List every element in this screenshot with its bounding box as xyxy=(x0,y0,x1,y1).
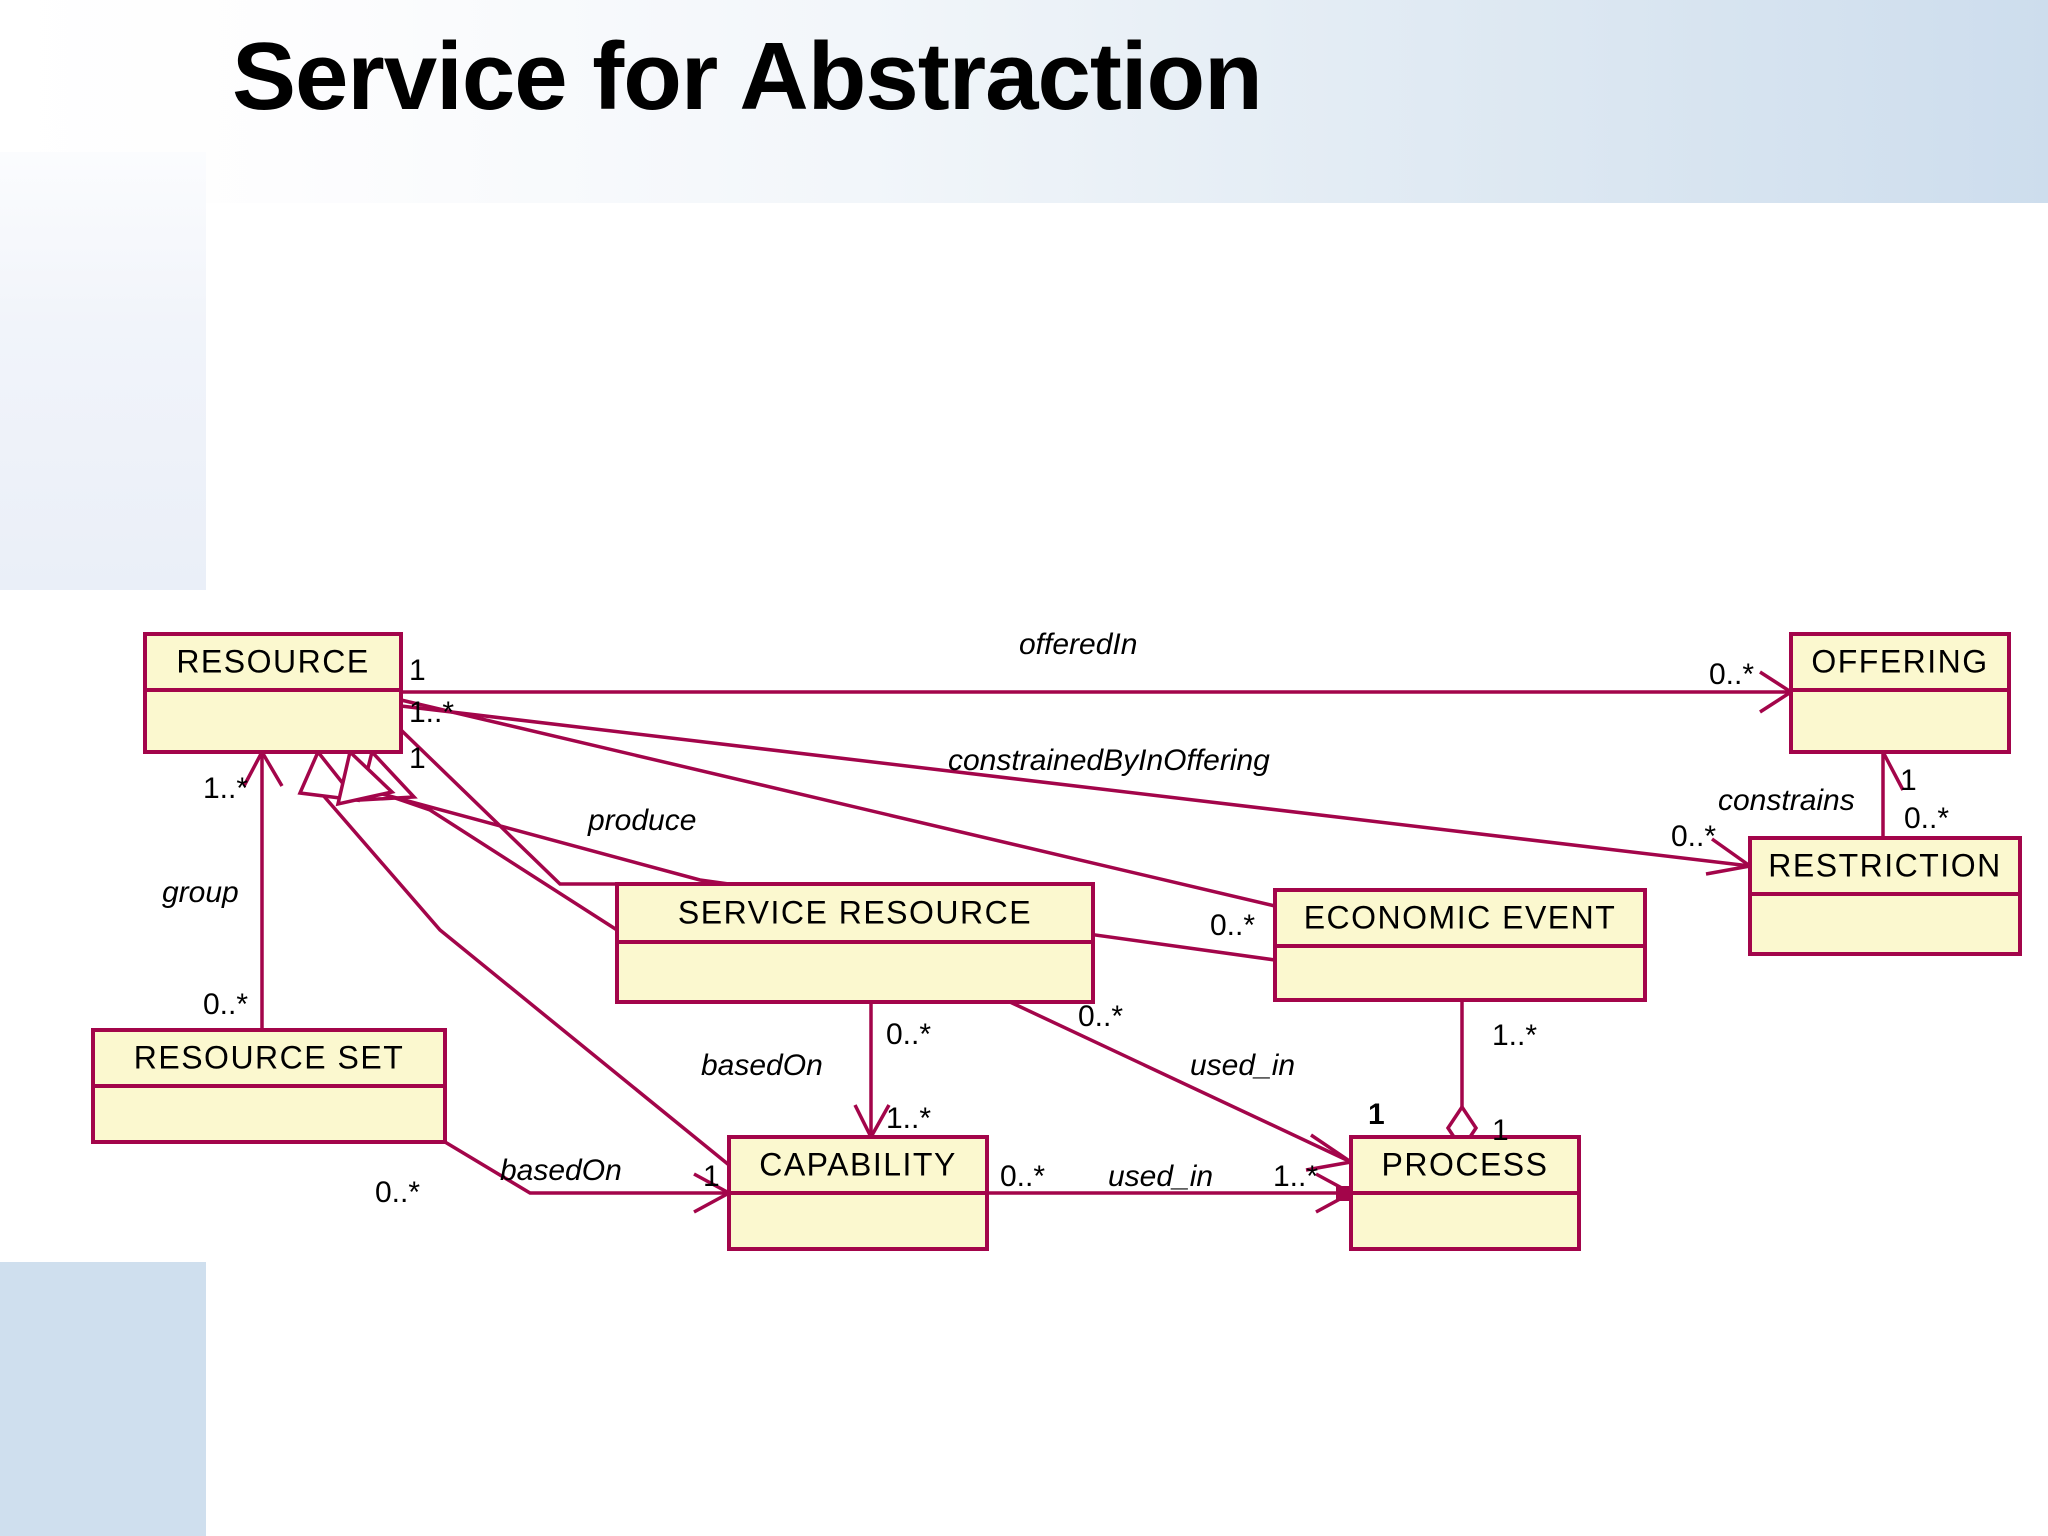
class-box-process[interactable]: PROCESS xyxy=(1349,1135,1581,1251)
mult-resource-produce: 1 xyxy=(409,742,426,775)
edge-produce xyxy=(399,728,617,886)
header-band xyxy=(0,0,2048,203)
edge-service-resource-used-in xyxy=(1009,1000,1356,1172)
mult-economic-event-process: 1..* xyxy=(1492,1019,1537,1052)
mult-service-resource-used-in: 0..* xyxy=(1078,1000,1123,1033)
mult-resource-group: 1..* xyxy=(203,772,248,805)
mult-restriction-constrains: 0..* xyxy=(1904,802,1949,835)
mult-capability-used-in: 0..* xyxy=(1000,1160,1045,1193)
edge-group xyxy=(242,748,284,1030)
mult-service-resource-based-on: 0..* xyxy=(886,1018,931,1051)
class-box-restriction[interactable]: RESTRICTION xyxy=(1748,836,2022,956)
mult-process-used-in-service: 1 xyxy=(1368,1098,1385,1131)
mult-process-economic-event: 1 xyxy=(1492,1114,1509,1147)
mult-resource-set-based-on: 0..* xyxy=(375,1176,420,1209)
mult-process-used-in-capability: 1..* xyxy=(1273,1160,1318,1193)
association-edges xyxy=(242,670,1905,1214)
edge-economic-event-process xyxy=(1445,1000,1479,1153)
class-name-resource: RESOURCE xyxy=(176,643,369,679)
label-offered-in: offeredIn xyxy=(1019,628,1137,661)
mult-offering-offered-in: 0..* xyxy=(1709,658,1754,691)
mult-economic-event-resource: 0..* xyxy=(1210,909,1255,942)
class-name-offering: OFFERING xyxy=(1811,643,1988,679)
mult-resource-constrained-by: 1..* xyxy=(409,696,454,729)
edge-offered-in xyxy=(401,670,1795,714)
gen-service-resource-isa-resource xyxy=(357,748,618,932)
class-name-economic-event: ECONOMIC EVENT xyxy=(1304,899,1617,935)
class-name-resource-set: RESOURCE SET xyxy=(134,1039,404,1075)
mult-capability-based-on: 1..* xyxy=(886,1102,931,1135)
label-capability-used-in: used_in xyxy=(1108,1160,1213,1193)
mult-restriction-constrained-by: 0..* xyxy=(1671,820,1716,853)
label-constrained-by-in-offering: constrainedByInOffering xyxy=(948,744,1270,777)
edge-economic-event-resource xyxy=(400,698,1276,908)
class-name-service-resource: SERVICE RESOURCE xyxy=(678,894,1032,930)
class-box-economic-event[interactable]: ECONOMIC EVENT xyxy=(1273,888,1647,1002)
class-box-resource-set[interactable]: RESOURCE SET xyxy=(91,1028,447,1144)
mult-resource-set-group: 0..* xyxy=(203,988,248,1021)
class-name-restriction: RESTRICTION xyxy=(1768,847,2001,883)
label-group: group xyxy=(162,876,239,909)
class-name-process: PROCESS xyxy=(1382,1146,1549,1182)
edge-constrains xyxy=(1881,751,1905,838)
page-title: Service for Abstraction xyxy=(232,23,1263,130)
edge-service-resource-based-on xyxy=(853,1002,891,1141)
class-box-service-resource[interactable]: SERVICE RESOURCE xyxy=(615,882,1095,1004)
association-labels: offeredIn 1 0..* constrainedByInOffering… xyxy=(162,628,1949,1209)
label-produce: produce xyxy=(587,804,696,837)
mult-offering-constrains: 1 xyxy=(1900,764,1917,797)
class-box-offering[interactable]: OFFERING xyxy=(1789,632,2011,754)
label-constrains: constrains xyxy=(1718,784,1855,817)
label-service-resource-based-on: basedOn xyxy=(701,1049,823,1082)
class-box-resource[interactable]: RESOURCE xyxy=(143,632,403,754)
class-box-capability[interactable]: CAPABILITY xyxy=(727,1135,989,1251)
label-resource-set-based-on: basedOn xyxy=(500,1154,622,1187)
label-service-resource-used-in: used_in xyxy=(1190,1049,1295,1082)
mult-capability-resource-set-based-on: 1 xyxy=(703,1160,720,1193)
class-boxes: RESOURCE OFFERING RESTRICTION SERVICE RE… xyxy=(91,632,2022,1251)
class-name-capability: CAPABILITY xyxy=(759,1146,957,1182)
mult-resource-offered-in: 1 xyxy=(409,654,426,687)
edge-constrained-by-in-offering xyxy=(400,704,1755,876)
accent-block-top-left xyxy=(0,152,206,590)
accent-block-bottom-left xyxy=(0,1262,206,1536)
